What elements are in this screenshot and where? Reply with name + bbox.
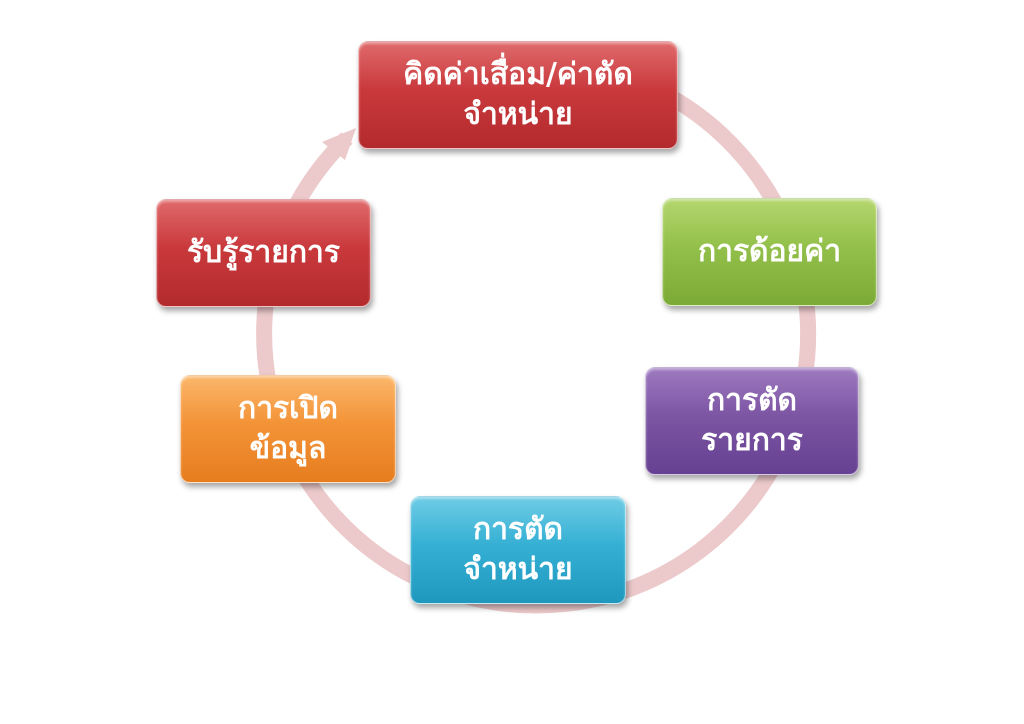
step-label-line2: รายการ [701, 423, 803, 458]
step-label-line1: คิดค่าเสื่อม/ค่าตัด [403, 57, 633, 92]
step-label-line2: ข้อมูล [249, 431, 327, 466]
step-derecognition: การตัด รายการ [645, 367, 859, 475]
step-label-line1: การตัด [472, 512, 564, 547]
step-depreciation: คิดค่าเสื่อม/ค่าตัด จำหน่าย [358, 41, 678, 149]
step-label-line1: การเปิด [238, 391, 338, 426]
step-disposal: การตัด จำหน่าย [410, 496, 626, 604]
step-label-line2: จำหน่าย [463, 552, 573, 587]
step-impairment: การด้อยค่า [662, 198, 877, 306]
step-label-line1: การตัด [706, 383, 798, 418]
step-recognition: รับรู้รายการ [156, 199, 371, 307]
arrowhead-icon [322, 128, 356, 160]
step-label-line1: การด้อยค่า [697, 234, 842, 269]
step-label-line1: รับรู้รายการ [187, 235, 340, 270]
step-label-line2: จำหน่าย [463, 97, 573, 132]
step-disclosure: การเปิด ข้อมูล [180, 375, 396, 483]
